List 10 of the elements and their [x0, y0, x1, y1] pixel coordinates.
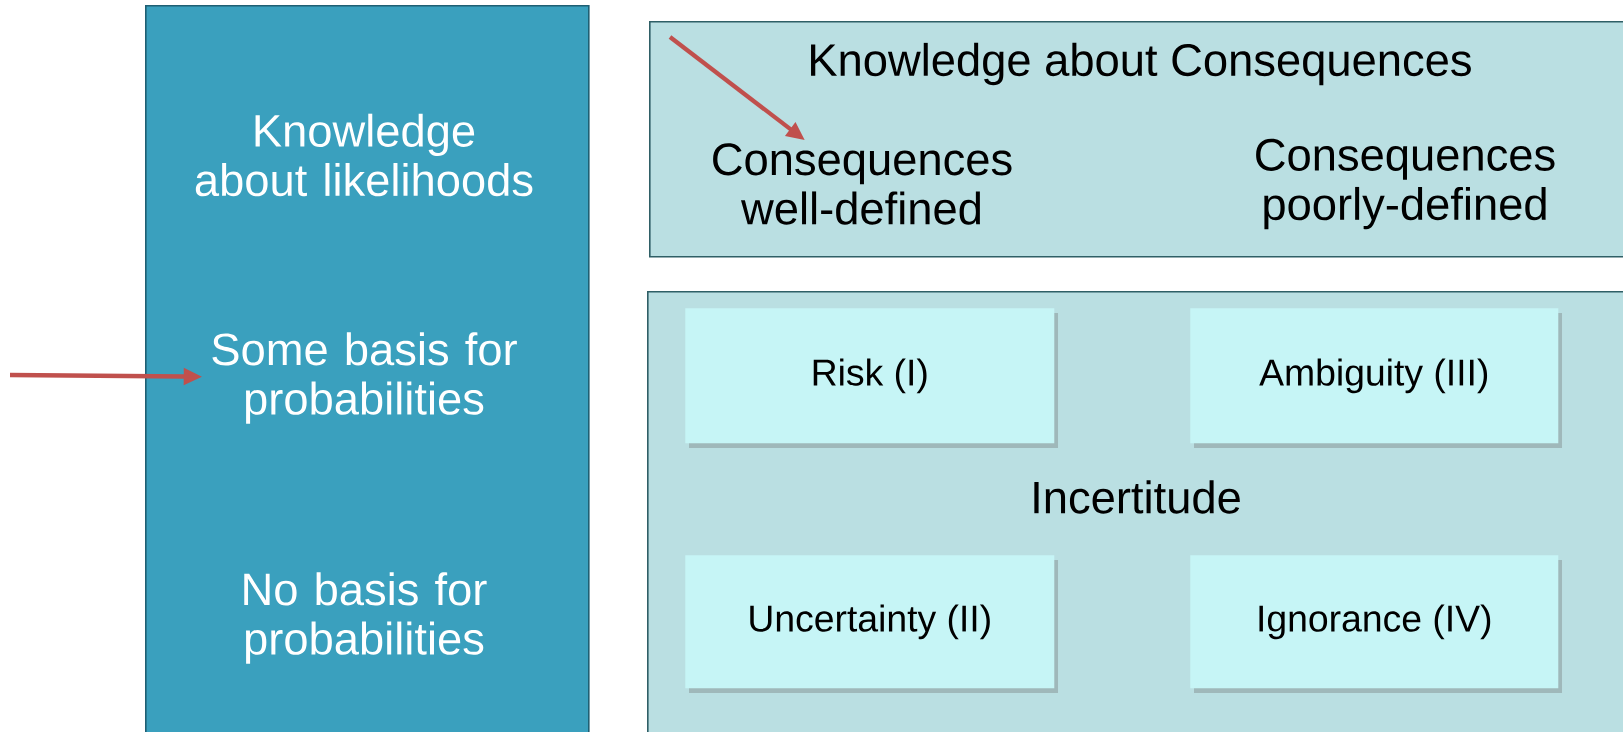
label-text: No basis for probabilities: [244, 572, 487, 664]
label-text: Consequences poorly-defined: [1256, 138, 1555, 230]
label-text: Some basis for probabilities: [212, 332, 517, 424]
category-box: Ambiguity (III): [1190, 308, 1562, 448]
category-box: Ignorance (IV): [1190, 555, 1562, 693]
category-box: Uncertainty (II): [685, 555, 1058, 693]
panel: [145, 5, 590, 732]
label-text: Knowledge about likelihoods: [195, 113, 533, 197]
label-text: Consequences well-defined: [713, 143, 1012, 225]
category-box: Risk (I): [685, 308, 1058, 448]
